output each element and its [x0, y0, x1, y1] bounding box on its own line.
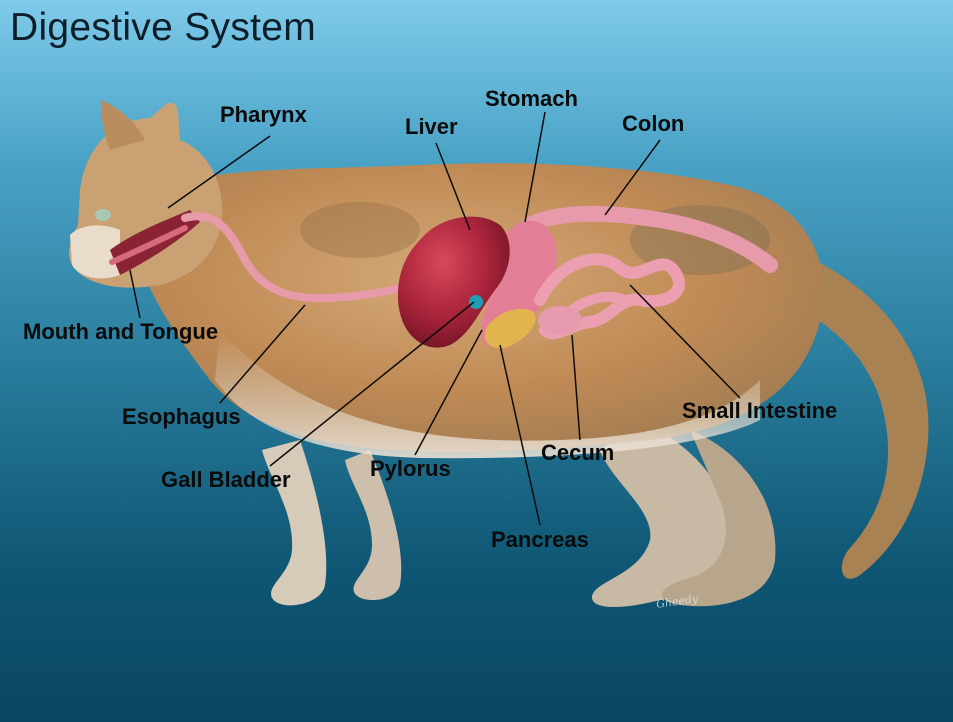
- gall-bladder-shape: [469, 295, 483, 309]
- label-pancreas: Pancreas: [491, 527, 589, 553]
- diagram-title: Digestive System: [10, 6, 316, 50]
- label-esophagus: Esophagus: [122, 404, 241, 430]
- label-cecum: Cecum: [541, 440, 614, 466]
- label-liver: Liver: [405, 114, 458, 140]
- label-gall-bladder: Gall Bladder: [161, 467, 291, 493]
- label-pharynx: Pharynx: [220, 102, 307, 128]
- label-mouth-and-tongue: Mouth and Tongue: [23, 319, 218, 345]
- label-pylorus: Pylorus: [370, 456, 451, 482]
- label-stomach: Stomach: [485, 86, 578, 112]
- cat-eye: [95, 209, 111, 221]
- label-small-intestine: Small Intestine: [682, 398, 837, 424]
- label-colon: Colon: [622, 111, 684, 137]
- cecum-shape: [538, 306, 582, 334]
